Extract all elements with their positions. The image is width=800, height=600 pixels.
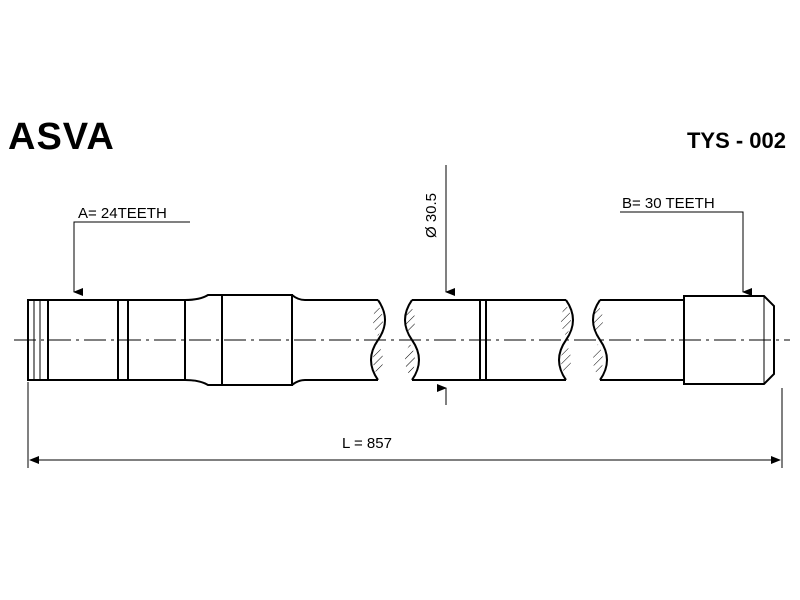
break-hatch-left-lower xyxy=(373,344,383,376)
shaft-middle-section xyxy=(404,299,574,381)
shaft-left-section xyxy=(27,294,386,386)
break-hatch-right-lower xyxy=(593,344,603,376)
break-hatch-mid-right-lower xyxy=(561,344,571,376)
length-label: L = 857 xyxy=(342,435,392,452)
break-hatch-mid-right xyxy=(561,305,571,336)
spline-b-label: B= 30 TEETH xyxy=(622,195,715,212)
break-hatch-mid-left-lower xyxy=(405,344,415,376)
break-hatch-left xyxy=(373,305,383,336)
shaft-right-section xyxy=(592,295,775,385)
diameter-label: Ø 30.5 xyxy=(423,193,440,238)
leader-a xyxy=(73,221,190,296)
brand-logo-text: ASVA xyxy=(8,116,115,158)
part-number: TYS - 002 xyxy=(686,128,786,153)
leader-b xyxy=(620,211,752,296)
length-dimension xyxy=(27,382,783,468)
spline-a-label: A= 24TEETH xyxy=(78,205,167,222)
break-hatch-mid-left xyxy=(405,305,415,336)
break-hatch-right xyxy=(593,305,603,336)
